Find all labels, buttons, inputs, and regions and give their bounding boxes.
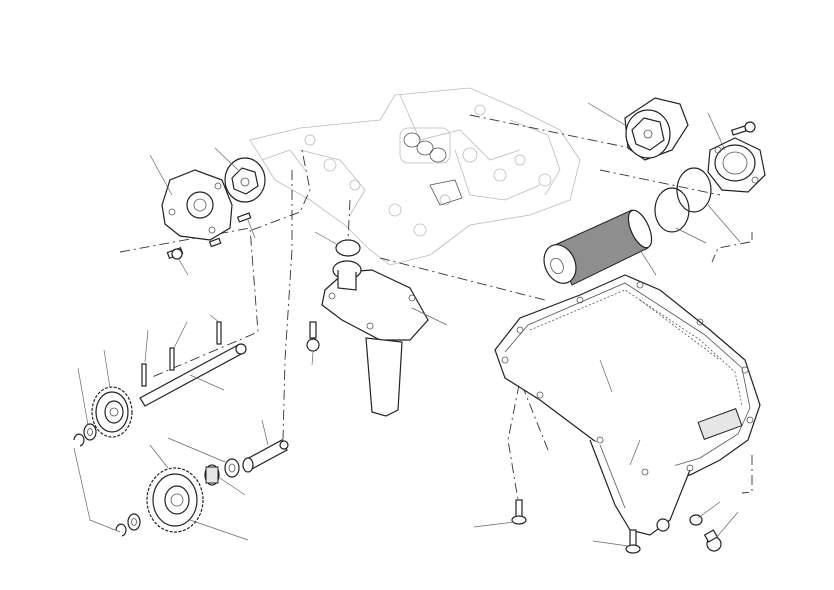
engine-crankcase — [249, 87, 581, 266]
washers — [83, 423, 240, 531]
circlips — [73, 433, 127, 537]
oil-sump — [494, 274, 761, 536]
drive-shaft — [139, 321, 247, 407]
bolt-filter-cover — [730, 121, 756, 136]
bolts-sump — [511, 499, 641, 554]
oil-pump-cover — [161, 169, 233, 241]
bolt-pump — [166, 247, 184, 260]
oil-filter-cartridge — [543, 209, 653, 286]
oil-pickup — [321, 239, 429, 417]
leader-lines — [73, 102, 741, 547]
bolt-pickup — [306, 321, 320, 352]
oil-pump-rotor-small — [224, 157, 266, 203]
needle-bearing — [204, 464, 220, 486]
gear-small — [91, 386, 133, 438]
alignment-lines — [119, 114, 753, 501]
gear-large — [146, 467, 204, 533]
short-shaft — [242, 439, 289, 473]
o-rings — [654, 167, 712, 233]
oil-filter-cover — [707, 137, 766, 193]
oil-filter-housing-rotor — [624, 97, 689, 161]
dowel-pins-pump — [208, 212, 252, 248]
drain-plug — [689, 514, 722, 552]
